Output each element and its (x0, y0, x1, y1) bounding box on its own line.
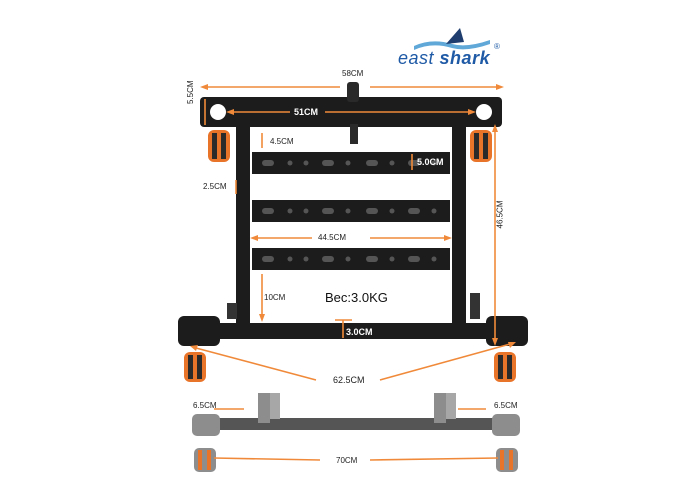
label-44-5cm: 44.5CM (318, 233, 347, 242)
foot-bottom-right (494, 352, 516, 382)
bottom-rail (190, 323, 520, 339)
upright-left (236, 127, 250, 327)
weight-label: Bec:3.0KG (325, 290, 388, 305)
label-4-5cm: 4.5CM (270, 137, 294, 146)
label-3-0cm: 3.0CM (346, 327, 373, 337)
top-bar-hole-left (210, 104, 226, 120)
shark-fin-icon (414, 28, 490, 50)
label-70cm: 70CM (336, 456, 358, 465)
label-2-5cm: 2.5CM (203, 182, 227, 191)
label-6-5cm-right: 6.5CM (494, 401, 518, 410)
brand-logo: east shark ® (398, 26, 508, 74)
label-51cm: 51CM (294, 107, 319, 117)
label-5-0cm: 5.0CM (417, 157, 444, 167)
foot-top-right (470, 130, 492, 162)
top-clamp (347, 82, 359, 102)
label-6-5cm-left: 6.5CM (193, 401, 217, 410)
foot-bottom-left (184, 352, 206, 382)
label-58cm: 58CM (342, 69, 364, 78)
brand-name: east shark (398, 48, 491, 68)
slot-bar-1 (252, 152, 450, 174)
label-5-5cm: 5.5CM (186, 80, 195, 104)
slot-bar-2 (252, 200, 450, 222)
slot-bar-3 (252, 248, 450, 270)
registered-mark: ® (494, 42, 500, 51)
label-46-5cm: 46.5CM (495, 200, 505, 229)
rail-foot-left (194, 448, 216, 472)
foot-top-left (208, 130, 230, 162)
top-bar-hole-right (476, 104, 492, 120)
rail-view (192, 393, 520, 472)
label-10cm: 10CM (264, 293, 286, 302)
upright-right (452, 127, 466, 327)
clamp-right (486, 316, 528, 346)
label-62-5cm: 62.5CM (333, 375, 365, 385)
rail-foot-right (496, 448, 518, 472)
clamp-left (178, 316, 220, 346)
